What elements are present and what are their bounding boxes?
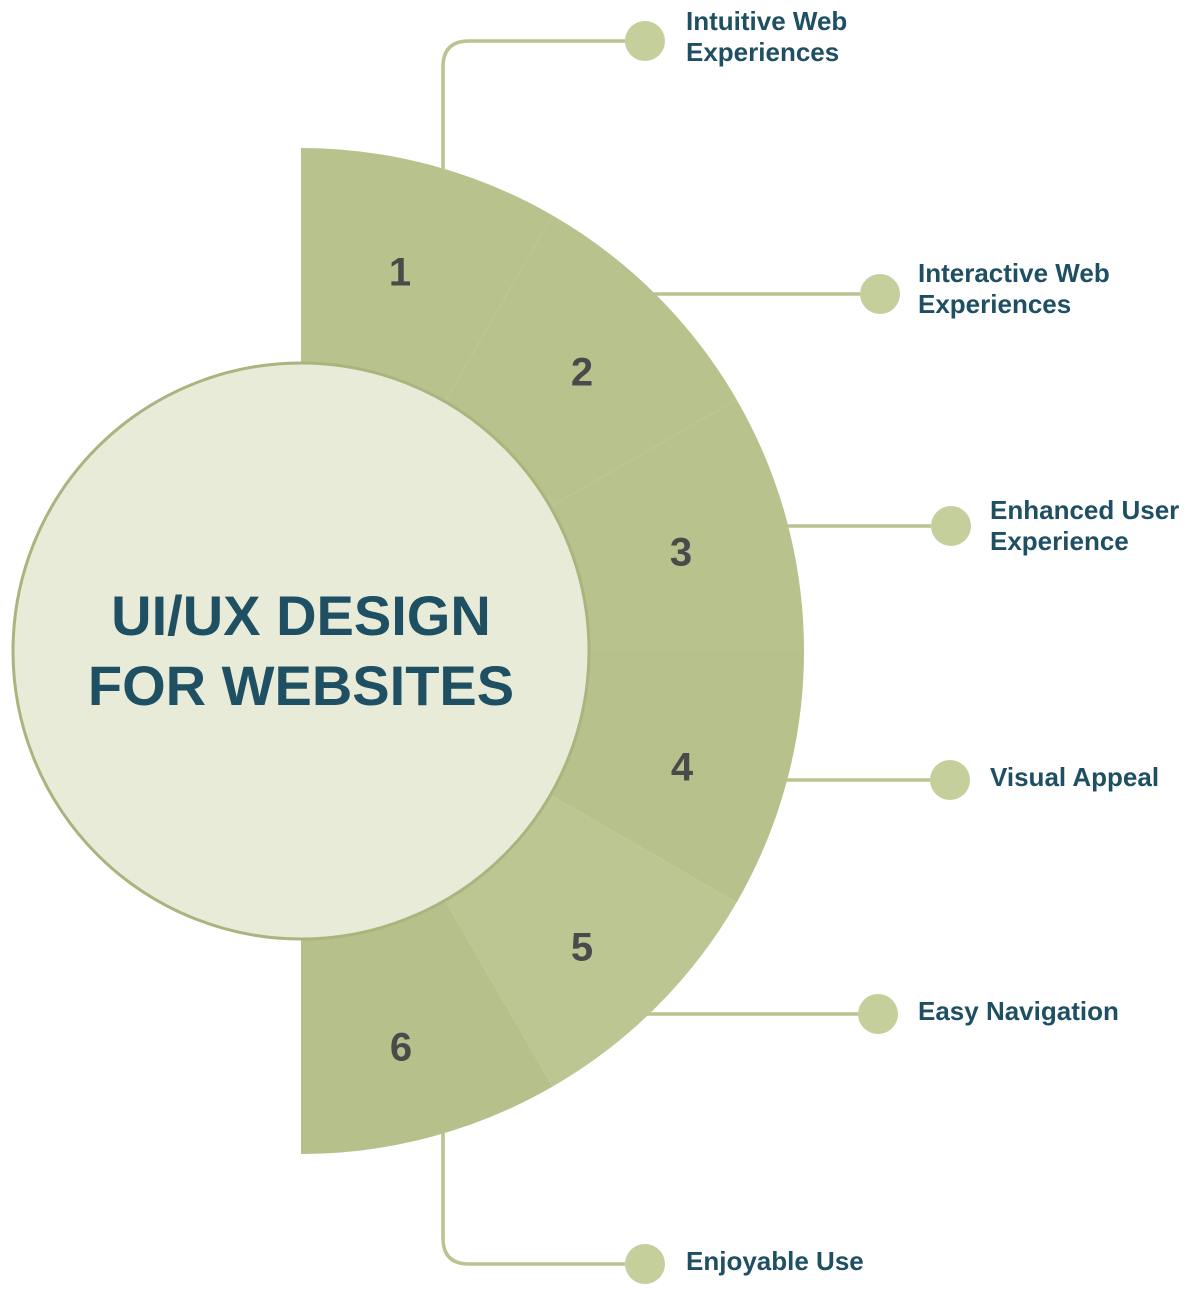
benefit-label-4-line-1: Visual Appeal xyxy=(990,762,1160,792)
benefit-label-3: Enhanced User Experience xyxy=(990,495,1179,557)
benefit-label-2-line-1: Interactive Web xyxy=(918,258,1110,288)
benefit-label-1-line-2: Experiences xyxy=(686,37,840,67)
segment-number-5: 5 xyxy=(570,925,594,970)
page-title: UI/UX DESIGN FOR WEBSITES xyxy=(88,581,514,721)
benefit-label-1: Intuitive Web Experiences xyxy=(686,6,847,68)
benefit-label-4: Visual Appeal xyxy=(990,762,1159,793)
connectors xyxy=(441,21,971,1284)
benefit-label-1-line-1: Intuitive Web xyxy=(686,6,848,36)
segment-number-1: 1 xyxy=(388,250,412,295)
center-circle xyxy=(11,361,591,941)
segment-number-3: 3 xyxy=(669,530,693,575)
benefit-label-2: Interactive Web Experiences xyxy=(918,258,1110,320)
bullet-5 xyxy=(858,994,898,1034)
bullet-1 xyxy=(625,21,665,61)
segment-number-4: 4 xyxy=(670,745,694,790)
connector-line-6 xyxy=(441,1132,625,1266)
benefit-label-2-line-2: Experiences xyxy=(918,289,1072,319)
benefit-label-5: Easy Navigation xyxy=(918,996,1119,1027)
benefit-label-6: Enjoyable Use xyxy=(686,1246,864,1277)
segment-number-6: 6 xyxy=(389,1025,413,1070)
segment-number-2: 2 xyxy=(570,350,594,395)
benefit-label-3-line-2: Experience xyxy=(990,526,1129,556)
bullet-3 xyxy=(931,506,971,546)
benefit-label-6-line-1: Enjoyable Use xyxy=(686,1246,864,1276)
page-title-line-2: FOR WEBSITES xyxy=(87,654,515,717)
page-title-line-1: UI/UX DESIGN xyxy=(111,584,491,647)
connector-line-1 xyxy=(441,39,625,172)
bullet-4 xyxy=(930,760,970,800)
benefit-label-5-line-1: Easy Navigation xyxy=(918,996,1119,1026)
bullet-2 xyxy=(860,274,900,314)
bullet-6 xyxy=(625,1244,665,1284)
benefit-label-3-line-1: Enhanced User xyxy=(990,495,1180,525)
